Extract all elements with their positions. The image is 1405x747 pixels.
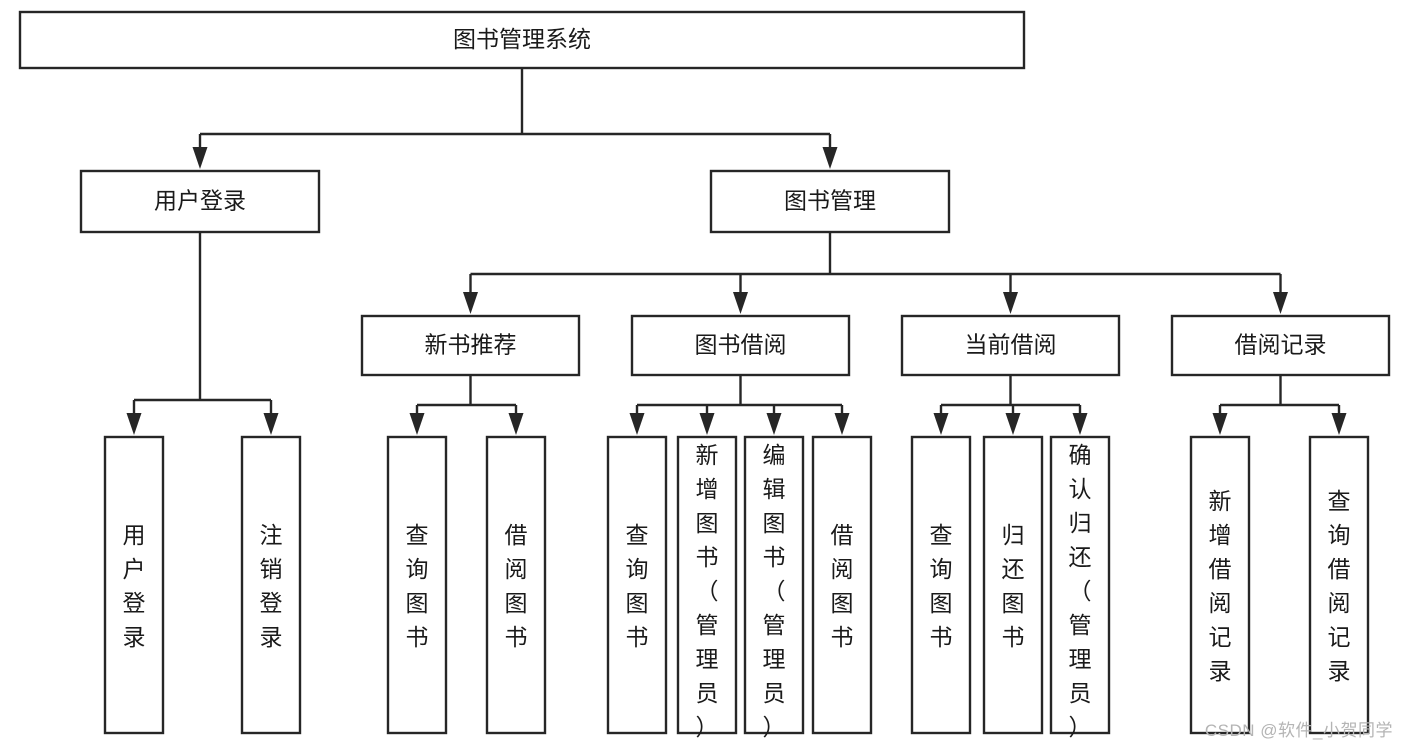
level3-node-1[interactable]: 新书推荐 xyxy=(360,314,581,377)
arrow-head-icon xyxy=(126,413,142,435)
leaf-node-box xyxy=(240,435,302,735)
arrow-head-icon xyxy=(933,413,949,435)
level3-node-label: 图书借阅 xyxy=(695,332,787,358)
leaf-node-1[interactable]: 用户登录 xyxy=(103,435,165,735)
leaf-node-label: 注销登录 xyxy=(260,522,283,650)
leaf-node-label: 用户登录 xyxy=(123,522,146,650)
leaf-node-4[interactable]: 借阅图书 xyxy=(485,435,547,735)
arrow-head-icon xyxy=(1331,413,1347,435)
leaf-node-3[interactable]: 查询图书 xyxy=(386,435,448,735)
leaf-node-5[interactable]: 查询图书 xyxy=(606,435,668,735)
leaf-node-box xyxy=(1049,435,1111,735)
leaf-node-box xyxy=(485,435,547,735)
arrow-head-icon xyxy=(822,147,838,169)
arrow-head-icon xyxy=(834,413,850,435)
leaf-node-11[interactable]: 确认归还（管理员） xyxy=(1049,435,1111,740)
leaf-node-label: 确认归还（管理员） xyxy=(1069,442,1092,740)
leaf-node-box xyxy=(103,435,165,735)
leaf-node-8[interactable]: 借阅图书 xyxy=(811,435,873,735)
root-node-box xyxy=(18,10,1026,70)
arrow-head-icon xyxy=(463,292,478,314)
leaf-node-7[interactable]: 编辑图书（管理员） xyxy=(743,435,805,740)
leaf-node-12[interactable]: 新增借阅记录 xyxy=(1189,435,1251,735)
arrow-head-icon xyxy=(1273,292,1288,314)
leaf-node-box xyxy=(811,435,873,735)
leaf-node-box xyxy=(982,435,1044,735)
arrow-head-icon xyxy=(629,413,645,435)
level3-node-label: 借阅记录 xyxy=(1235,332,1327,358)
level2-node-label: 用户登录 xyxy=(154,188,246,214)
leaf-node-label: 归还图书 xyxy=(1002,522,1025,650)
arrow-head-icon xyxy=(733,292,748,314)
level2-node-label: 图书管理 xyxy=(784,188,876,214)
level3-node-3[interactable]: 当前借阅 xyxy=(900,314,1121,377)
leaf-node-label: 查询图书 xyxy=(626,522,649,650)
arrow-head-icon xyxy=(1005,413,1021,435)
level3-node-box xyxy=(360,314,581,377)
leaf-node-9[interactable]: 查询图书 xyxy=(910,435,972,735)
leaf-node-2[interactable]: 注销登录 xyxy=(240,435,302,735)
node-boxes: 图书管理系统用户登录图书管理新书推荐图书借阅当前借阅借阅记录用户登录注销登录查询… xyxy=(18,10,1391,740)
level3-node-2[interactable]: 图书借阅 xyxy=(630,314,851,377)
arrow-head-icon xyxy=(508,413,524,435)
leaf-node-box xyxy=(743,435,805,735)
arrow-head-icon xyxy=(192,147,208,169)
leaf-node-box xyxy=(910,435,972,735)
level3-node-label: 新书推荐 xyxy=(425,332,517,358)
arrow-head-icon xyxy=(1212,413,1228,435)
leaf-node-label: 新增图书（管理员） xyxy=(696,442,719,740)
level2-node-box xyxy=(709,169,951,234)
level3-node-box xyxy=(630,314,851,377)
leaf-node-label: 查询图书 xyxy=(406,522,429,650)
level2-node-2[interactable]: 图书管理 xyxy=(709,169,951,234)
leaf-node-box xyxy=(1189,435,1251,735)
root-node-1[interactable]: 图书管理系统 xyxy=(18,10,1026,70)
level3-node-box xyxy=(1170,314,1391,377)
level2-node-box xyxy=(79,169,321,234)
leaf-node-label: 编辑图书（管理员） xyxy=(763,442,786,740)
leaf-node-label: 新增借阅记录 xyxy=(1209,488,1232,684)
leaf-node-box xyxy=(676,435,738,735)
root-node-label: 图书管理系统 xyxy=(453,26,591,52)
leaf-node-label: 借阅图书 xyxy=(831,522,854,650)
arrow-head-icon xyxy=(409,413,425,435)
leaf-node-box xyxy=(606,435,668,735)
level3-node-4[interactable]: 借阅记录 xyxy=(1170,314,1391,377)
leaf-node-label: 查询借阅记录 xyxy=(1328,488,1351,684)
leaf-node-box xyxy=(386,435,448,735)
arrow-head-icon xyxy=(766,413,782,435)
leaf-node-10[interactable]: 归还图书 xyxy=(982,435,1044,735)
arrow-head-icon xyxy=(1072,413,1088,435)
arrow-head-icon xyxy=(263,413,279,435)
arrow-head-icon xyxy=(1003,292,1018,314)
connector-lines xyxy=(126,68,1347,435)
level2-node-1[interactable]: 用户登录 xyxy=(79,169,321,234)
level3-node-label: 当前借阅 xyxy=(965,332,1057,358)
leaf-node-6[interactable]: 新增图书（管理员） xyxy=(676,435,738,740)
leaf-node-label: 查询图书 xyxy=(930,522,953,650)
leaf-node-label: 借阅图书 xyxy=(505,522,528,650)
level3-node-box xyxy=(900,314,1121,377)
leaf-node-box xyxy=(1308,435,1370,735)
csdn-watermark: CSDN @软件_小贺同学 xyxy=(1204,721,1393,740)
leaf-node-13[interactable]: 查询借阅记录 xyxy=(1308,435,1370,735)
arrow-head-icon xyxy=(699,413,715,435)
